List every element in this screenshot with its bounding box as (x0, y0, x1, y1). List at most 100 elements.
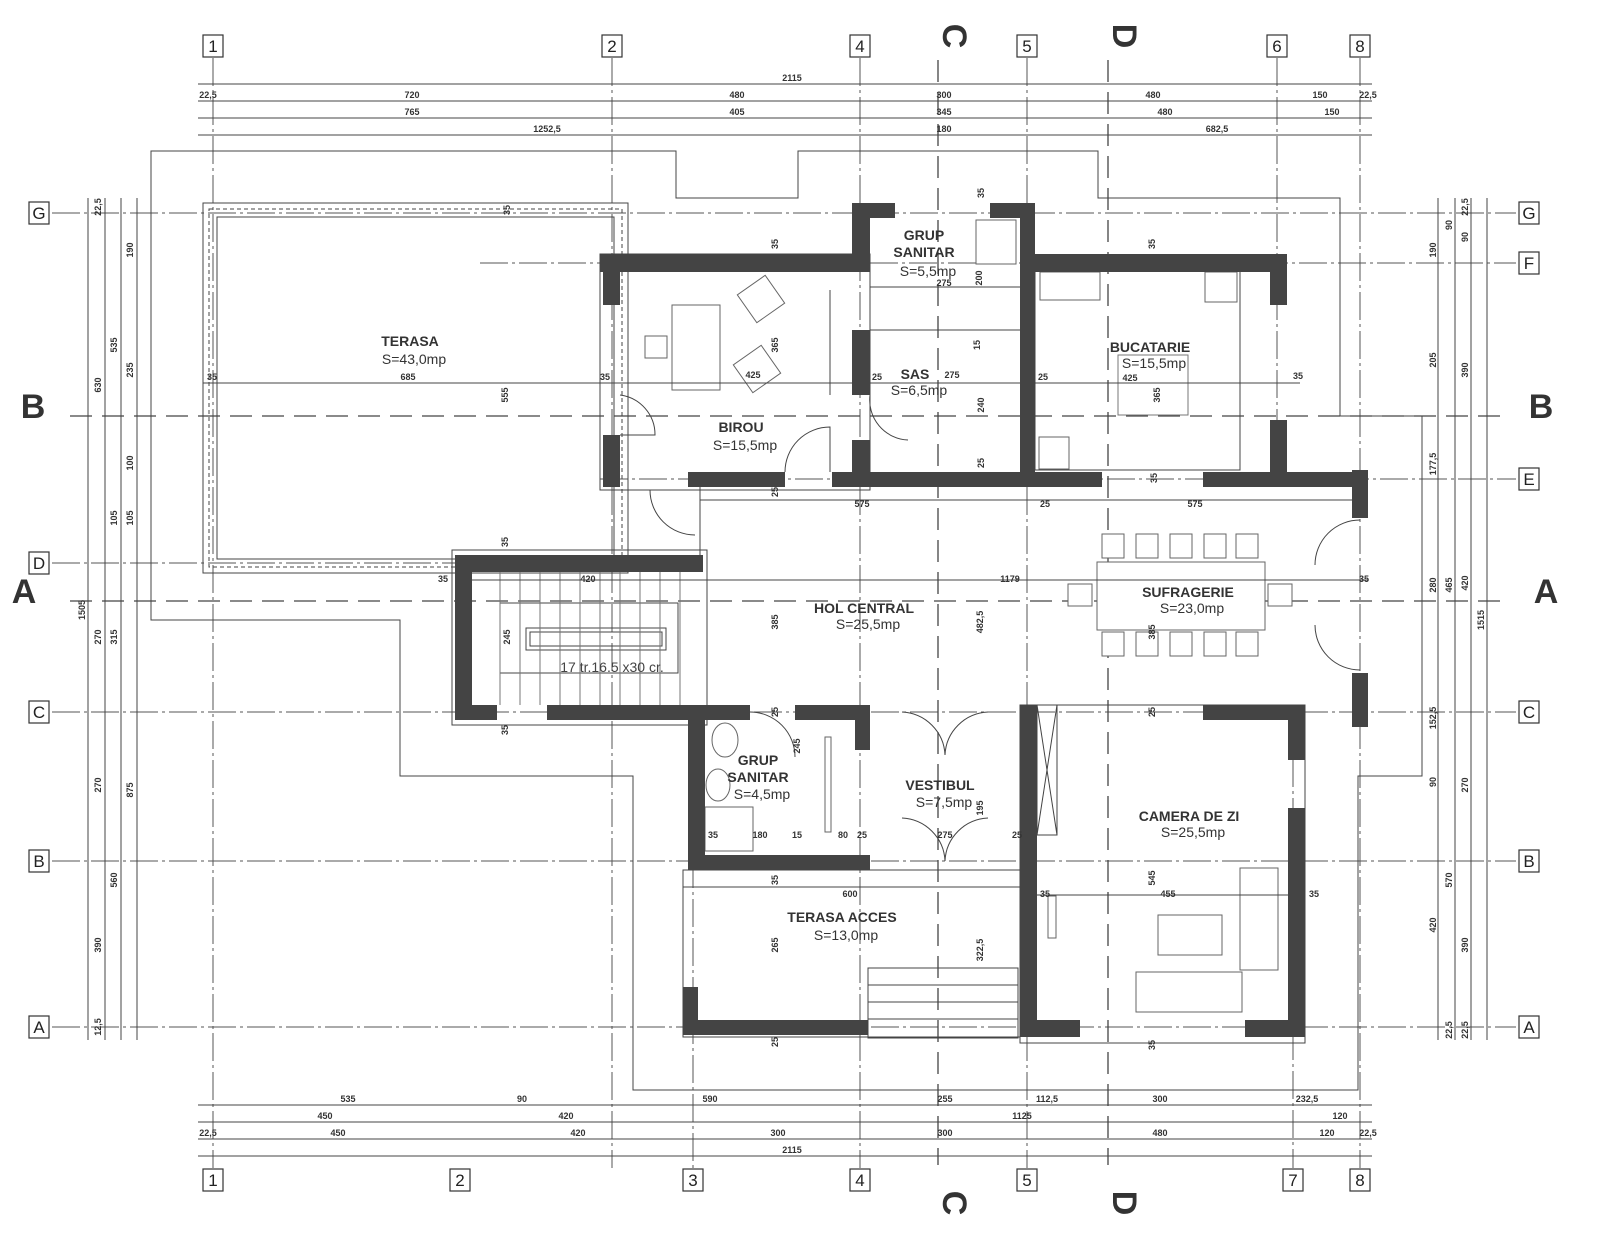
dimension-text: 535 (109, 337, 119, 352)
stair-note: 17 tr.16.5 x30 cr. (560, 659, 664, 675)
dimension-text: 22,5 (1359, 90, 1377, 100)
dimension-text: 575 (1187, 499, 1202, 509)
dimension-text: 25 (872, 372, 882, 382)
room-name: VESTIBUL (905, 777, 975, 793)
axis-label-text: A (1523, 1018, 1535, 1037)
dimension-text: 275 (944, 370, 959, 380)
dimension-text: 390 (1460, 937, 1470, 952)
room-area: S=15,5mp (713, 437, 777, 453)
dimension-text: 1252,5 (533, 124, 561, 134)
dimension-text: 420 (570, 1128, 585, 1138)
axis-bubble-right: C (1518, 700, 1540, 724)
dimension-text: 35 (500, 725, 510, 735)
dimension-text: 365 (1152, 387, 1162, 402)
section-label: C (935, 1191, 973, 1216)
section-label: A (12, 573, 37, 611)
room-area: S=15,5mp (1122, 355, 1186, 371)
dimension-text: 22,5 (1460, 1021, 1470, 1039)
dimension-text: 1515 (1476, 610, 1486, 630)
dimension-text: 385 (770, 614, 780, 629)
axis-bubble-top: 1 (202, 34, 224, 58)
dimension-text: 35 (1149, 473, 1159, 483)
dimension-text: 22,5 (1359, 1128, 1377, 1138)
dimension-text: 22,5 (199, 90, 217, 100)
room-name: SAS (901, 366, 930, 382)
room-label: CAMERA DE ZIS=25,5mp (1139, 808, 1240, 840)
room-area: S=23,0mp (1160, 600, 1224, 616)
dimension-text: 280 (1428, 577, 1438, 592)
room-area: S=6,5mp (891, 382, 948, 398)
axis-label-text: E (1523, 470, 1534, 489)
dimension-text: 480 (729, 90, 744, 100)
room-area: S=25,5mp (1161, 824, 1225, 840)
room-name: TERASA ACCES (787, 909, 896, 925)
coffee-table (1157, 914, 1223, 956)
dimension-text: 270 (93, 629, 103, 644)
dimension-text: 420 (558, 1111, 573, 1121)
walls (455, 203, 1368, 1037)
dimension-text: 232,5 (1296, 1094, 1319, 1104)
dimension-text: 570 (1444, 872, 1454, 887)
stair-treads (499, 572, 681, 705)
axis-label-text: 4 (855, 1171, 864, 1190)
dimension-text: 245 (792, 738, 802, 753)
dimension-text: 35 (1293, 371, 1303, 381)
axis-bubble-top: 5 (1016, 34, 1038, 58)
dimension-text: 480 (1152, 1128, 1167, 1138)
desk (671, 304, 721, 391)
dimension-text: 35 (1359, 574, 1369, 584)
room-area: S=7,5mp (916, 794, 973, 810)
dimension-text: 35 (502, 205, 512, 215)
axis-bubble-left: A (28, 1015, 50, 1039)
dimension-text: 2115 (782, 73, 802, 83)
interior-lines (451, 253, 1306, 1044)
axis-label-text: 1 (208, 37, 217, 56)
dimension-text: 420 (580, 574, 595, 584)
dimension-text: 195 (975, 800, 985, 815)
axis-label-text: 5 (1022, 37, 1031, 56)
axis-label-text: 7 (1288, 1171, 1297, 1190)
dimension-text: 300 (937, 1128, 952, 1138)
dimension-text: 560 (109, 872, 119, 887)
axis-label-text: F (1524, 254, 1534, 273)
axis-label-text: 2 (455, 1171, 464, 1190)
axis-label-text: C (1523, 703, 1535, 722)
axis-bubble-bottom: 8 (1349, 1168, 1371, 1192)
dimension-text: 35 (500, 537, 510, 547)
dimension-text: 177,5 (1428, 453, 1438, 476)
dimension-text: 465 (1444, 577, 1454, 592)
dimension-text: 365 (770, 337, 780, 352)
section-label: C (935, 24, 973, 49)
axis-bubble-right: F (1518, 251, 1540, 275)
dimension-text: 120 (1332, 1111, 1347, 1121)
dimension-text: 180 (752, 830, 767, 840)
dimension-text: 22,5 (1444, 1021, 1454, 1039)
dimension-text: 425 (745, 370, 760, 380)
dimension-text: 25 (770, 1037, 780, 1047)
dimension-text: 200 (974, 270, 984, 285)
room-area: S=13,0mp (814, 927, 878, 943)
door-swings (619, 394, 1361, 862)
dimension-text: 15 (972, 340, 982, 350)
dimension-text: 90 (517, 1094, 527, 1104)
axis-label-text: B (33, 852, 44, 871)
axis-bubble-top: 4 (849, 34, 871, 58)
dimension-text: 455 (1160, 889, 1175, 899)
dimension-text: 275 (937, 830, 952, 840)
dimension-text: 190 (125, 242, 135, 257)
dimension-text: 322,5 (975, 939, 985, 962)
dimension-text: 150 (1312, 90, 1327, 100)
axis-bubble-left: D (28, 551, 50, 575)
dimension-text: 22,5 (93, 198, 103, 216)
dimension-text: 35 (1147, 239, 1157, 249)
dimension-text: 480 (1157, 107, 1172, 117)
axis-bubble-right: A (1518, 1015, 1540, 1039)
